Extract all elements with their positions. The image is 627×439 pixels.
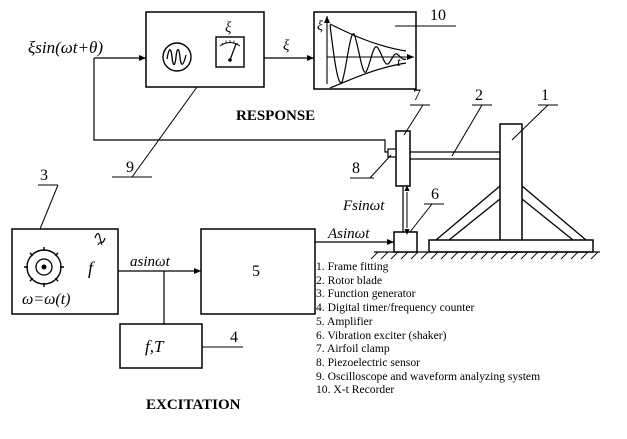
component-legend: 1. Frame fitting 2. Rotor blade 3. Funct… [316, 260, 540, 397]
legend-item: 3. Function generator [316, 287, 416, 301]
gauge-symbol: ξ [225, 20, 232, 36]
callout-2: 2 [475, 87, 483, 104]
callout-7: 7 [413, 87, 421, 104]
frequency-dial-icon [24, 247, 64, 287]
sine-wave-icon [94, 232, 106, 244]
counter-label: f,T [145, 337, 165, 356]
callout-1: 1 [541, 87, 549, 104]
legend-item: 1. Frame fitting [316, 260, 389, 273]
generator-output-label: asinωt [130, 254, 171, 270]
legend-item: 4. Digital timer/frequency counter [316, 301, 475, 315]
decay-envelope-upper [329, 23, 407, 52]
amplitude-label: Asinωt [327, 226, 370, 242]
legend-item: 8. Piezoelectric sensor [316, 355, 420, 369]
decay-waveform [329, 24, 407, 84]
amplifier-block [200, 228, 316, 315]
signal-waveform-icon [162, 42, 192, 72]
recorder-y-label: ξ [317, 19, 323, 34]
legend-item: 9. Oscilloscope and waveform analyzing s… [316, 369, 541, 383]
callout-9: 9 [126, 159, 134, 176]
callout-10: 10 [430, 7, 446, 24]
callout-8: 8 [352, 160, 360, 177]
response-section-label: RESPONSE [236, 108, 316, 124]
callout-3: 3 [40, 167, 48, 184]
counter-block: f,T [119, 323, 203, 369]
callout-6: 6 [431, 186, 439, 203]
vibration-exciter [393, 231, 418, 253]
amplifier-label: 5 [252, 263, 260, 280]
generator-frequency-label: f [88, 258, 96, 278]
airfoil-clamp [387, 130, 411, 187]
response-input-label: ξsin(ωt+θ) [28, 38, 103, 57]
callout-4: 4 [230, 329, 238, 346]
generator-omega-label: ω=ω(t) [22, 291, 71, 308]
legend-item: 2. Rotor blade [316, 273, 383, 287]
xt-recorder-block: ξ t [313, 11, 417, 90]
rotor-blade [404, 151, 512, 160]
legend-item: 7. Airfoil clamp [316, 342, 390, 356]
legend-item: 6. Vibration exciter (shaker) [316, 328, 447, 342]
decay-envelope-lower [329, 62, 407, 89]
ground-base [370, 251, 600, 260]
function-generator-block: f ω=ω(t) [11, 228, 119, 315]
excitation-section-label: EXCITATION [146, 397, 241, 413]
legend-item: 10. X-t Recorder [316, 383, 395, 397]
meter-gauge-icon [215, 36, 245, 68]
oscilloscope-block: ξ [145, 11, 265, 88]
force-label: Fsinωt [342, 198, 385, 214]
frame-fitting [428, 123, 594, 253]
legend-item: 5. Amplifier [316, 314, 373, 328]
response-output-label: ξ [283, 38, 290, 54]
sensor-feedback-wire [93, 58, 396, 153]
recorder-t-label: t [397, 54, 401, 69]
